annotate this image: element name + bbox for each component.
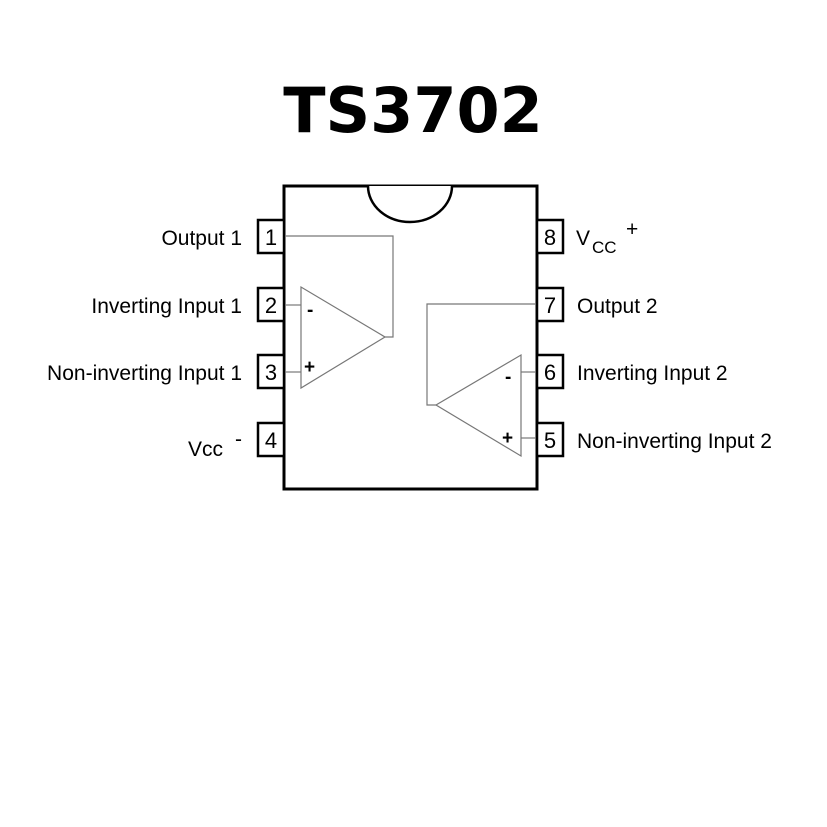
pin-label: Vcc bbox=[188, 438, 223, 461]
chip-body bbox=[282, 184, 539, 491]
opamp-2: - + bbox=[426, 303, 536, 458]
pin-8: 8 V CC + bbox=[535, 218, 638, 257]
pin-label: Output 2 bbox=[577, 295, 658, 318]
pin-label-sub: CC bbox=[592, 238, 617, 257]
opamp-2-triangle bbox=[434, 353, 522, 458]
chip-title: TS3702 bbox=[283, 74, 543, 147]
minus-sign: - bbox=[307, 300, 313, 321]
pin-1: 1 Output 1 bbox=[161, 218, 286, 255]
pin-number: 4 bbox=[265, 428, 277, 453]
pin-label-sup: - bbox=[235, 428, 242, 451]
pin-label: V bbox=[576, 227, 590, 250]
plus-sign: + bbox=[502, 428, 513, 449]
notch-marker bbox=[366, 185, 454, 224]
opamp-1-feedback-wire bbox=[285, 235, 394, 338]
pin-number: 5 bbox=[544, 428, 556, 453]
pin-number: 3 bbox=[265, 360, 277, 385]
pin-label: Inverting Input 2 bbox=[577, 362, 728, 385]
pin-number: 2 bbox=[265, 293, 277, 318]
minus-sign: - bbox=[505, 367, 511, 388]
opamp-1: - + bbox=[285, 235, 394, 390]
pin-label: Non-inverting Input 1 bbox=[47, 362, 242, 385]
pin-number: 6 bbox=[544, 360, 556, 385]
pin-3: 3 Non-inverting Input 1 bbox=[47, 353, 286, 390]
pin-5: 5 Non-inverting Input 2 bbox=[535, 421, 772, 458]
pin-number: 7 bbox=[544, 293, 556, 318]
pin-4: 4 Vcc - bbox=[188, 421, 286, 461]
pin-label: Output 1 bbox=[161, 227, 242, 250]
pin-label-sup: + bbox=[626, 218, 638, 241]
pin-6: 6 Inverting Input 2 bbox=[535, 353, 728, 390]
opamp-2-feedback-wire bbox=[426, 303, 536, 406]
pin-label: Non-inverting Input 2 bbox=[577, 430, 772, 453]
vcc-minus-label: Vcc bbox=[188, 438, 223, 461]
pin-2: 2 Inverting Input 1 bbox=[91, 286, 286, 323]
pin-7: 7 Output 2 bbox=[535, 286, 658, 323]
pin-number: 8 bbox=[544, 225, 556, 250]
pin-number: 1 bbox=[265, 225, 277, 250]
opamp-1-triangle bbox=[300, 285, 387, 390]
plus-sign: + bbox=[304, 357, 315, 378]
pin-label: Inverting Input 1 bbox=[91, 295, 242, 318]
